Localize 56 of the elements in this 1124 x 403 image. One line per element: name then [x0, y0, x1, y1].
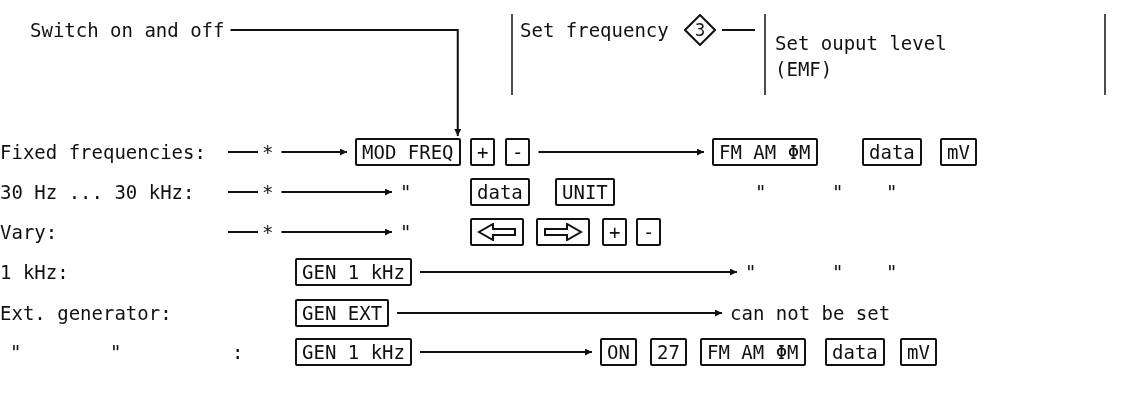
ditto-mark: " [832, 260, 844, 285]
key-symbol: - [636, 218, 662, 246]
key-symbol: ON [600, 338, 637, 366]
key-symbol: 27 [650, 338, 687, 366]
key-symbol [470, 218, 524, 246]
arrow [418, 268, 738, 276]
key-symbol: mV [900, 338, 937, 366]
key-symbol: GEN EXT [295, 299, 390, 327]
key-symbol: - [505, 138, 531, 166]
key-symbol: FM AM ΦM [700, 338, 806, 366]
arrow [396, 309, 723, 317]
instruction-text: Switch on and off [30, 17, 225, 43]
step-number-diamond: 3 [684, 14, 716, 46]
key-symbol: data [470, 178, 530, 206]
asterisk: * [262, 179, 274, 205]
row-label: Fixed frequencies: [0, 140, 206, 165]
column-heading: Set frequency [520, 18, 669, 43]
row-label: Ext. generator: [0, 301, 172, 326]
ditto-mark: " [886, 260, 898, 285]
ditto-mark: " [745, 259, 757, 285]
asterisk: * [262, 139, 274, 165]
key-symbol: mV [940, 138, 977, 166]
connector-line [227, 151, 259, 153]
connector-line [227, 191, 259, 193]
row-label: 1 kHz: [0, 260, 69, 285]
key-symbol: + [602, 218, 628, 246]
arrow [280, 188, 393, 196]
ditto-mark: " [755, 180, 767, 205]
ditto-mark: " [886, 180, 898, 205]
connector-line [721, 29, 756, 31]
arrow [280, 228, 393, 236]
key-symbol: FM AM ΦM [712, 138, 818, 166]
key-symbol: GEN 1 kHz [295, 258, 412, 286]
asterisk: * [262, 219, 274, 245]
ditto-mark: " [10, 340, 22, 365]
arrow [280, 148, 348, 156]
arrow [537, 148, 705, 156]
key-symbol: data [862, 138, 922, 166]
column-heading: Set ouput level (EMF) [775, 31, 948, 82]
key-symbol: + [470, 138, 496, 166]
row-label: 30 Hz ... 30 kHz: [0, 180, 195, 205]
key-symbol: UNIT [555, 178, 615, 206]
key-symbol: data [825, 338, 885, 366]
ditto-mark: " [400, 219, 412, 245]
ditto-mark: " [400, 179, 412, 205]
key-symbol [536, 218, 590, 246]
connector-line [227, 231, 259, 233]
ditto-mark: " [110, 340, 122, 365]
row-label: : [232, 340, 244, 365]
key-symbol: GEN 1 kHz [295, 338, 412, 366]
result-text: can not be set [730, 300, 891, 326]
arrow [418, 348, 593, 356]
key-symbol: MOD FREQ [355, 138, 461, 166]
ditto-mark: " [832, 180, 844, 205]
arrow [229, 29, 462, 137]
row-label: Vary: [0, 220, 58, 245]
